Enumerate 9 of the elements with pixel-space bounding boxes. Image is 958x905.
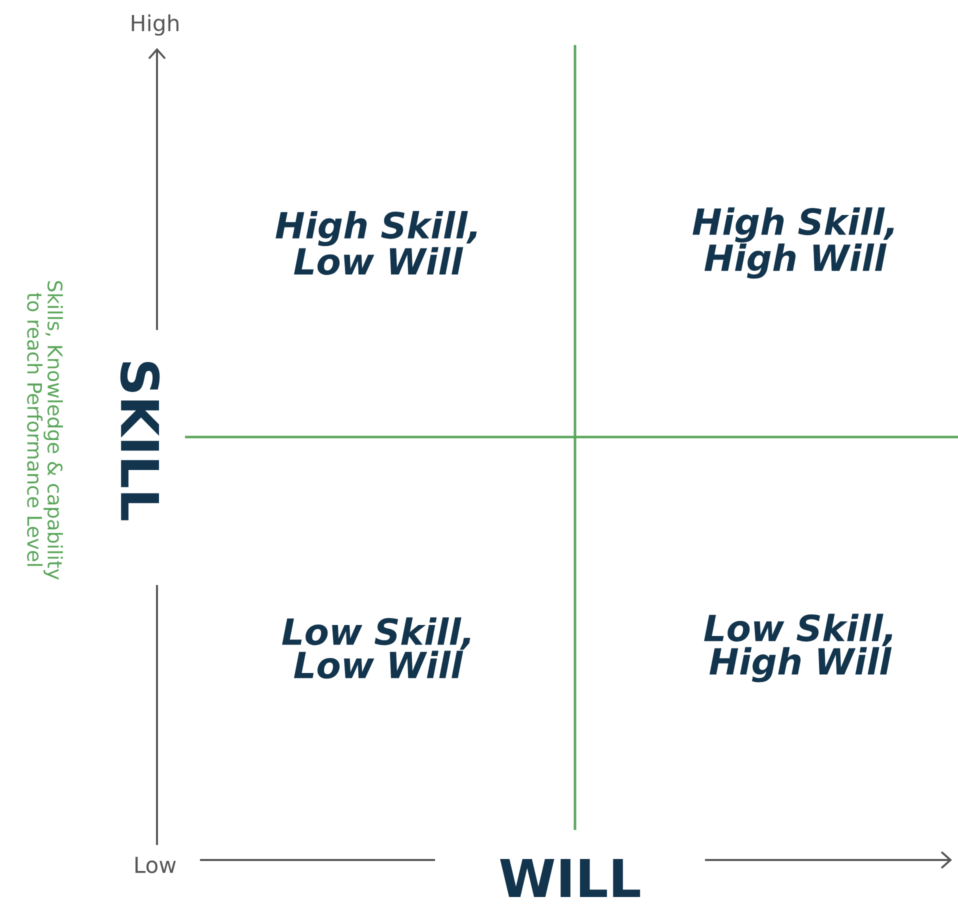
quadrant-label: Low Skill, High Will [704,614,892,682]
axis-description: Skills, Knowledge & capability to reach Performance Level [27,281,63,580]
quadrant-label: High Skill, High Will [692,207,894,279]
axis-title: SKILL [120,362,160,520]
quadrant-label: High Skill, Low Will [276,211,477,275]
axis-tick: Low [136,856,176,874]
axis-tick: High [132,14,178,36]
quadrant-label: Low Skill, Low Will [282,617,470,679]
axis-title: WILL [500,859,640,897]
